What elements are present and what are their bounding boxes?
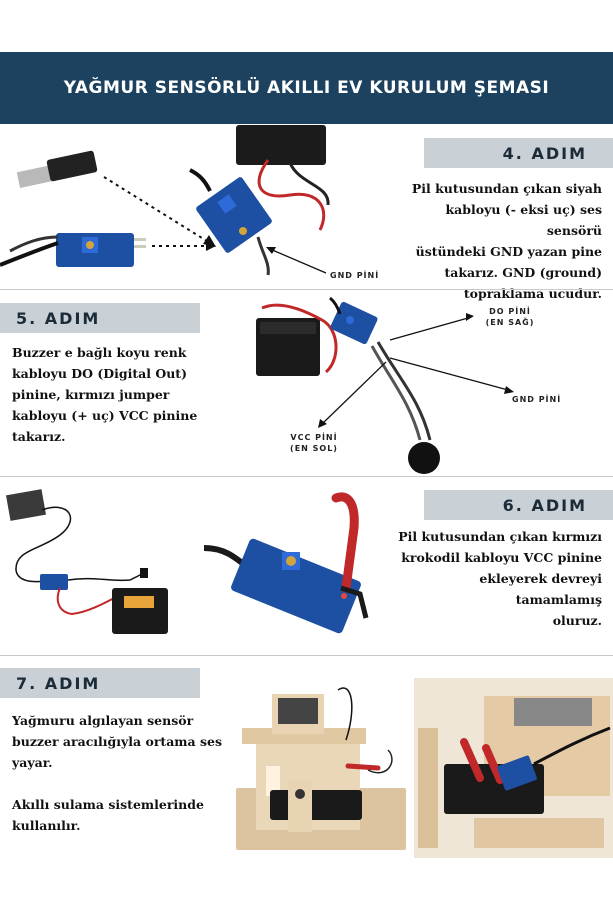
step4-label: 4. ADIM [424,138,613,168]
step6-photo-left [6,489,168,634]
step4-photo-rain-sensor [0,125,330,276]
step6-label: 6. ADIM [424,490,613,520]
page-title: YAĞMUR SENSÖRLÜ AKILLI EV KURULUM ŞEMASI [0,52,613,124]
step6-photo-right [203,492,369,634]
step5-label: 5. ADIM [0,303,200,333]
step7-photo-house-left [236,687,406,850]
step4-gnd-pin-label: GND PİNİ [330,271,380,280]
step5-photo-buzzer [256,296,514,474]
step7-label: 7. ADIM [0,668,200,698]
step5-do-pin-label: DO PİNİ(EN SAĞ) [485,307,535,327]
step7-photo-house-right [414,678,613,858]
step5-vcc-pin-label: VCC PİNİ(EN SOL) [290,433,338,453]
step5-gnd-pin-label: GND PİNİ [512,395,562,404]
